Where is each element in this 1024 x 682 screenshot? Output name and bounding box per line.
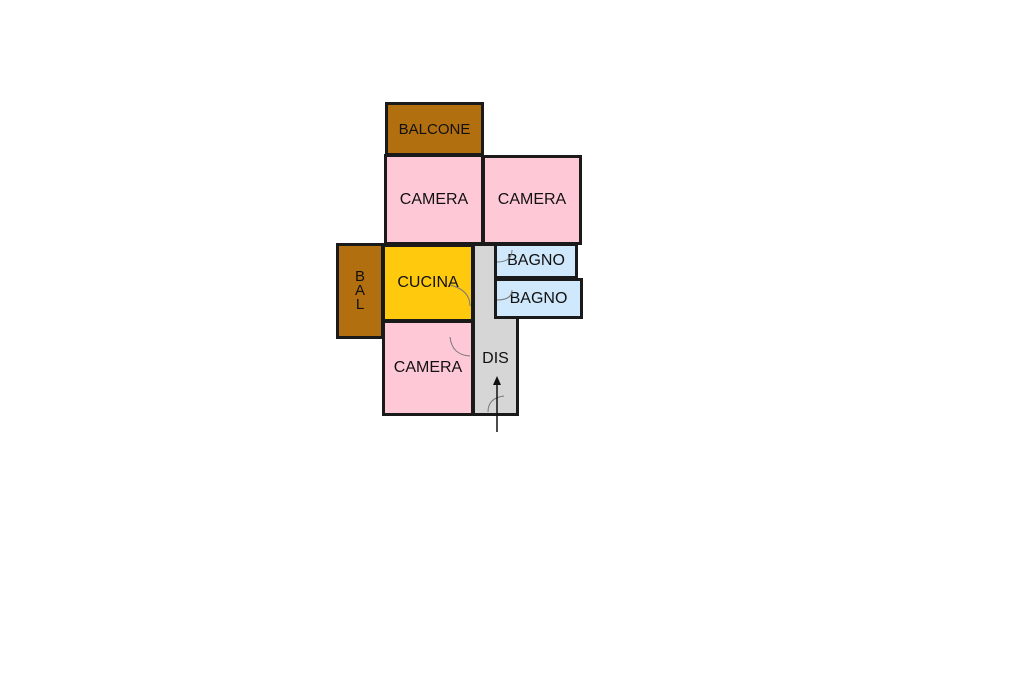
- room-label-camera-bottom: CAMERA: [393, 359, 463, 376]
- room-cucina: CUCINA: [382, 244, 474, 322]
- room-bagno-2: BAGNO: [494, 278, 583, 319]
- room-balcone-top: BALCONE: [385, 102, 484, 156]
- room-label-bagno-1: BAGNO: [507, 252, 565, 269]
- room-label-camera-top-right: CAMERA: [497, 191, 567, 208]
- room-label-dis: DIS: [482, 350, 509, 367]
- room-camera-bottom: CAMERA: [382, 320, 474, 416]
- room-camera-top-right: CAMERA: [482, 155, 582, 245]
- room-label-balcone: BALCONE: [398, 120, 471, 138]
- room-label-bal-letter: A: [354, 282, 365, 299]
- room-camera-top-left: CAMERA: [384, 154, 484, 245]
- room-label-bal-letter: L: [355, 296, 365, 313]
- room-bagno-1: BAGNO: [494, 243, 578, 279]
- room-label-cucina: CUCINA: [397, 274, 459, 291]
- room-label-camera-top-left: CAMERA: [399, 190, 469, 208]
- room-label-bagno-2: BAGNO: [509, 289, 568, 307]
- room-label-bal-letter: B: [354, 268, 365, 285]
